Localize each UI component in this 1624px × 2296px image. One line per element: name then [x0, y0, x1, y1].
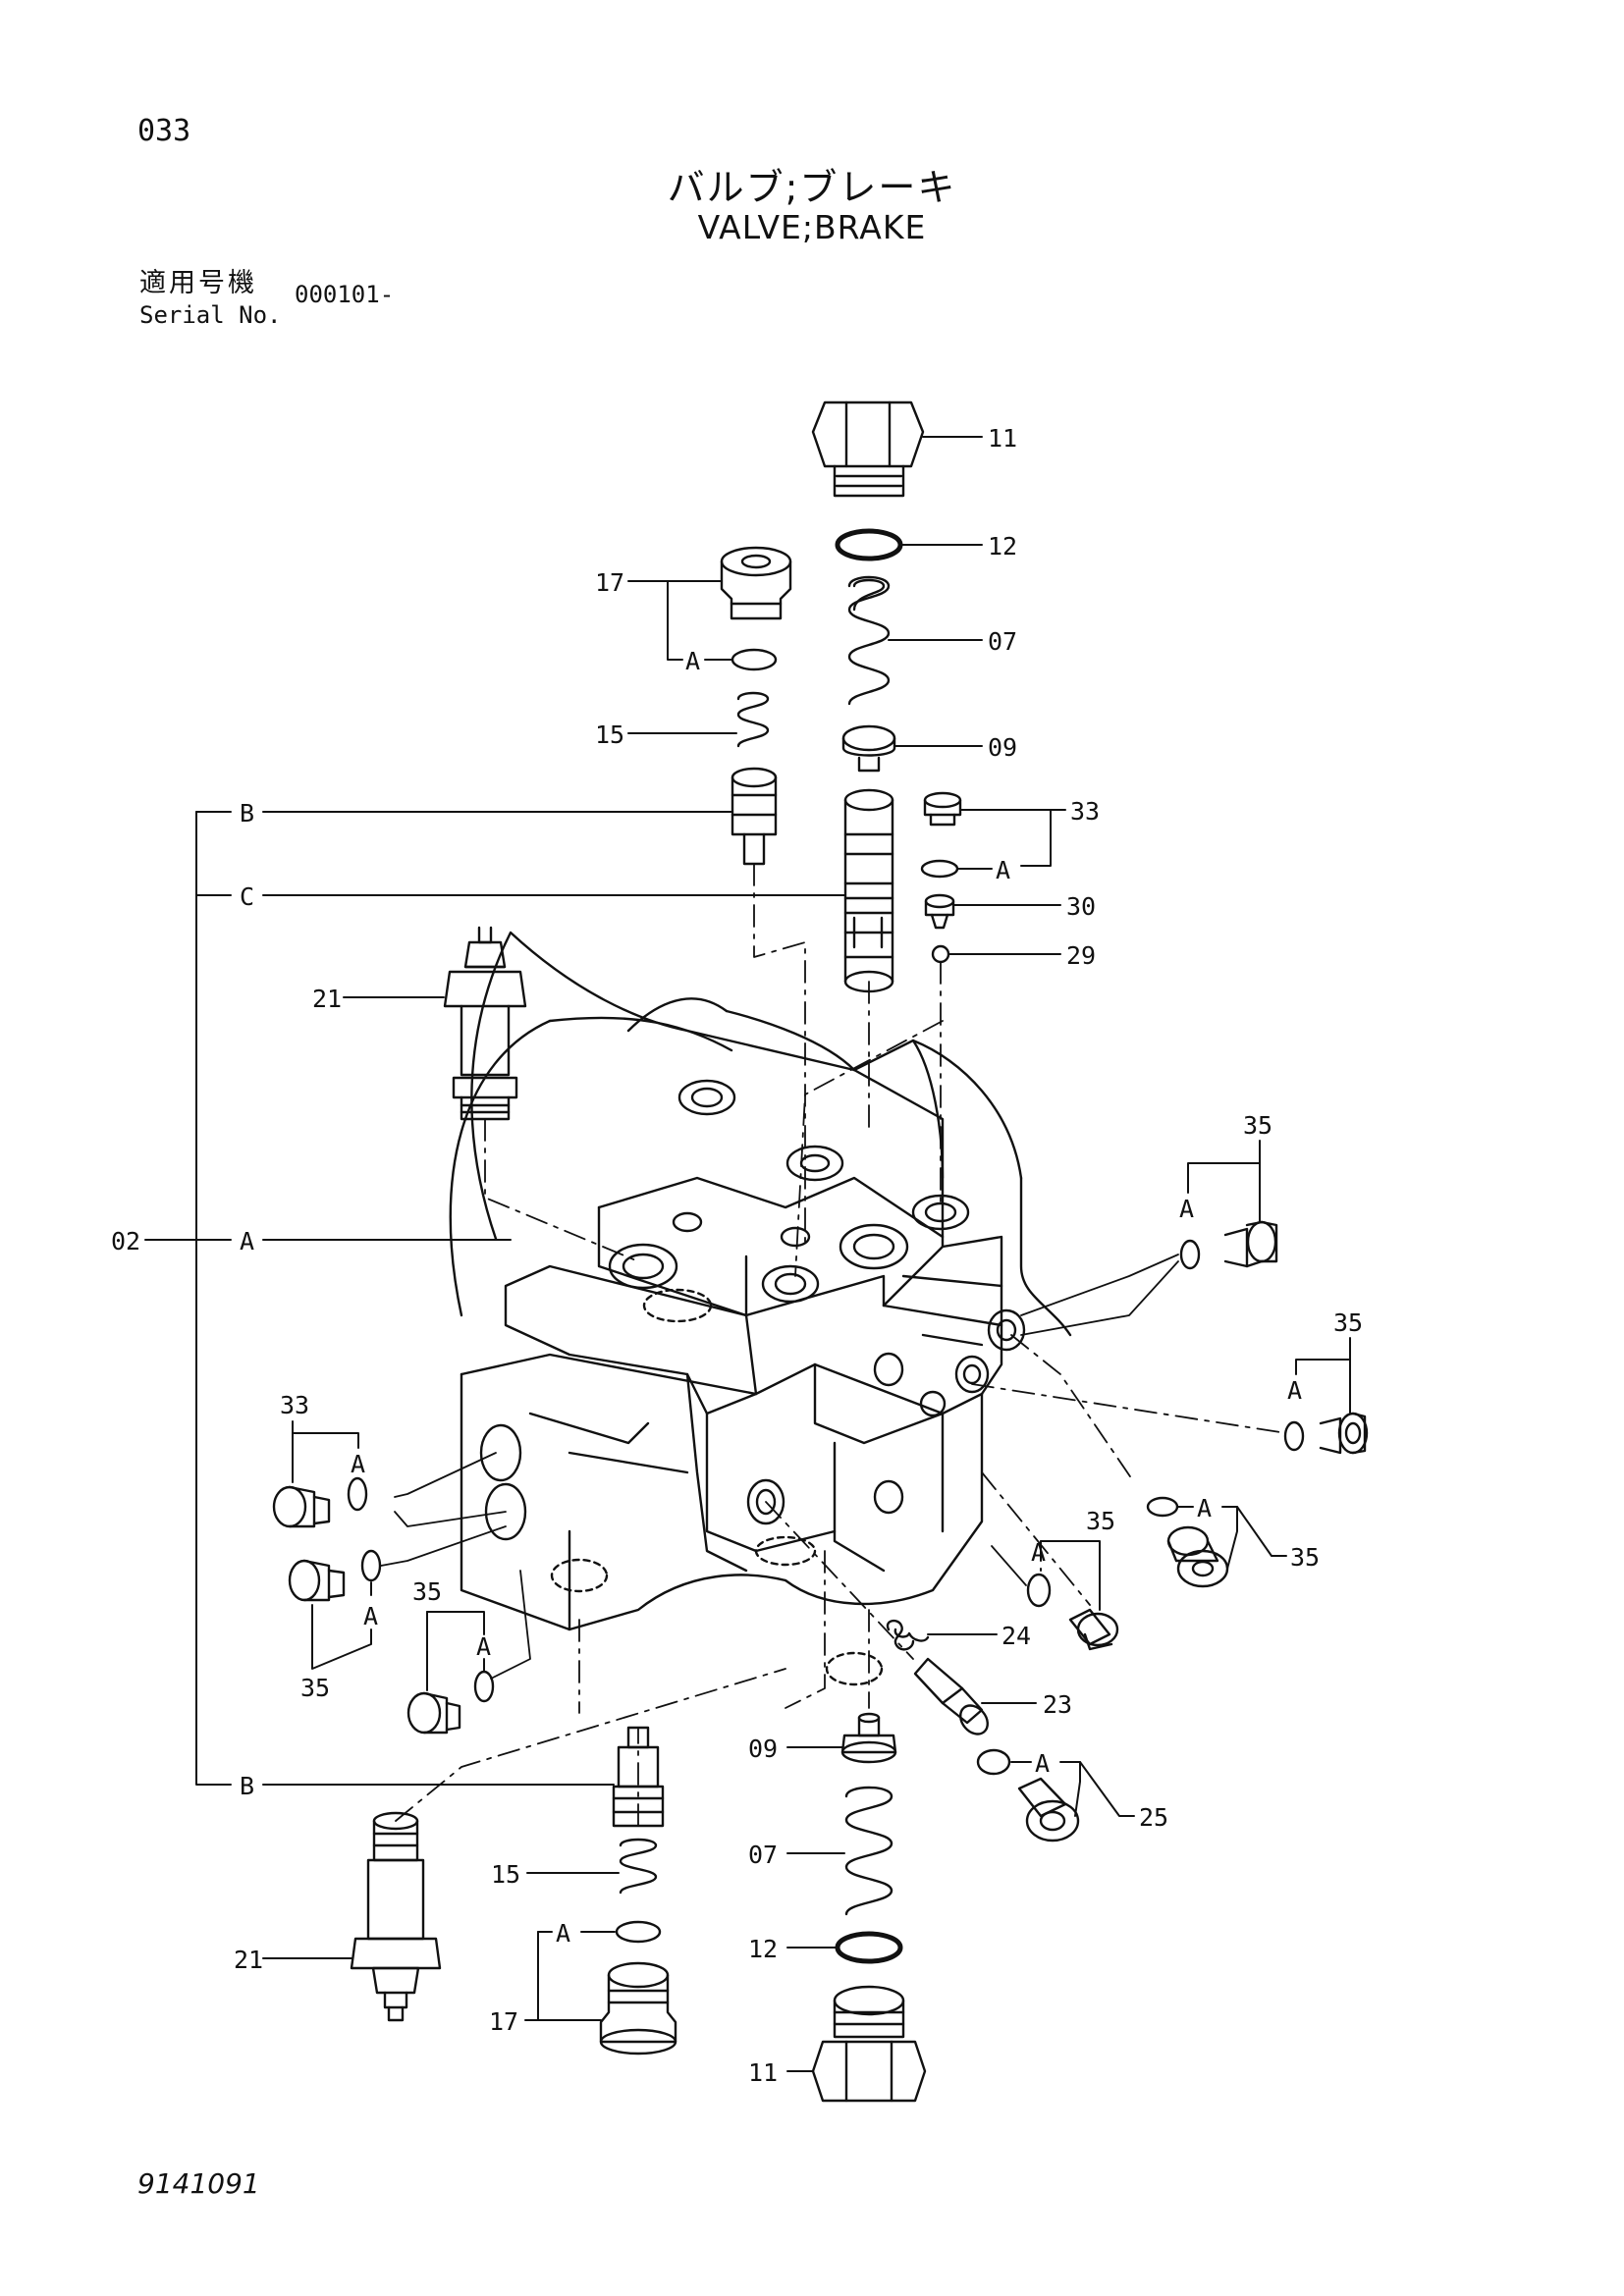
- o-ring-a-lower-right: [976, 1748, 1011, 1776]
- letter-a-left-3: A: [476, 1632, 491, 1661]
- letter-a-right-2: A: [1287, 1376, 1302, 1405]
- label-35-left-a: 35: [412, 1577, 442, 1606]
- part-35-plug-right-middle: [1319, 1412, 1369, 1455]
- part-b-poppet-bottom: [612, 1726, 665, 1828]
- part-11-plug-bottom: [811, 1985, 927, 2103]
- o-ring-a-left-lower: [360, 1549, 382, 1582]
- label-07-bottom: 07: [748, 1841, 778, 1869]
- label-25: 25: [1139, 1803, 1168, 1832]
- part-12-o-ring-bottom: [835, 1931, 903, 1964]
- letter-b-bottom: B: [240, 1772, 254, 1800]
- letter-a-right-1: A: [1179, 1195, 1194, 1223]
- serial-value: 000101-: [295, 281, 395, 308]
- o-ring-a-left-bottom: [473, 1670, 495, 1703]
- part-23-poppet: [913, 1657, 989, 1735]
- page-number: 033: [137, 114, 191, 148]
- part-35-plug-mid-right: [1068, 1608, 1119, 1651]
- label-15-top: 15: [595, 721, 624, 749]
- label-09-bottom: 09: [748, 1735, 778, 1763]
- part-35-plug-left-b: [406, 1691, 461, 1735]
- serial-label-japanese: 適用号機: [139, 268, 257, 298]
- label-21-top: 21: [312, 985, 342, 1013]
- part-21-relief-valve-top: [443, 926, 527, 1121]
- label-12-bottom: 12: [748, 1935, 778, 1963]
- o-ring-a-top-left: [731, 648, 778, 671]
- o-ring-a-right-lower: [1146, 1496, 1179, 1518]
- letter-a-mid-right: A: [1031, 1538, 1046, 1567]
- center-lines: [395, 863, 1287, 1827]
- label-33-left: 33: [280, 1391, 309, 1419]
- part-21-relief-valve-bottom: [350, 1811, 442, 2022]
- label-30: 30: [1066, 892, 1096, 921]
- label-11-bottom: 11: [748, 2058, 778, 2087]
- part-24-spring: [886, 1619, 930, 1651]
- part-07-spring-bottom: [844, 1786, 893, 1916]
- o-ring-a-right-upper: [1179, 1239, 1201, 1270]
- part-11-plug-top: [811, 400, 925, 498]
- letter-b-top: B: [240, 799, 254, 828]
- label-23: 23: [1043, 1690, 1072, 1719]
- label-12-top: 12: [988, 532, 1017, 561]
- part-09-spring-seat-bottom: [840, 1712, 897, 1764]
- part-b-poppet-top: [731, 767, 778, 866]
- part-15-spring-top: [736, 691, 770, 748]
- label-35-right-3: 35: [1290, 1543, 1320, 1572]
- label-09-top: 09: [988, 733, 1017, 762]
- letter-a-lower-right: A: [1035, 1749, 1050, 1778]
- label-35-right-2: 35: [1333, 1308, 1363, 1337]
- part-29-ball: [931, 944, 950, 964]
- label-35-mid: 35: [1086, 1507, 1115, 1535]
- title-japanese: バルブ;ブレーキ: [667, 166, 957, 209]
- label-33-top: 33: [1070, 797, 1100, 826]
- reference-letters: B C A B A A A A A A A A A A A: [240, 647, 1302, 1948]
- leader-to-ports: [380, 1254, 1179, 1680]
- title-english: VALVE;BRAKE: [697, 208, 927, 246]
- part-30-plug: [924, 893, 955, 930]
- label-07-top: 07: [988, 627, 1017, 656]
- part-17-plug-bottom: [599, 1961, 677, 2056]
- letter-a-body: A: [240, 1227, 254, 1255]
- letter-a-top-left: A: [685, 647, 700, 675]
- leader-lines: [144, 436, 1351, 2072]
- part-35-plug-right-lower: [1166, 1525, 1229, 1588]
- part-35-plug-right-upper: [1223, 1220, 1278, 1268]
- part-number-labels: 11 12 07 09 33 30 29 17 15 21 02 35 35 3…: [111, 424, 1363, 2087]
- label-21-bottom: 21: [234, 1946, 263, 1974]
- letter-a-bottom-left: A: [556, 1919, 570, 1948]
- o-ring-a-left-upper: [347, 1476, 368, 1512]
- letter-a-left-1: A: [351, 1450, 365, 1478]
- label-35-left-b: 35: [300, 1674, 330, 1702]
- part-25-plug: [1017, 1777, 1080, 1842]
- o-ring-a-right-middle: [1283, 1420, 1305, 1452]
- o-ring-a-top-right: [920, 859, 959, 879]
- letter-a-left-2: A: [363, 1602, 378, 1630]
- letter-c: C: [240, 882, 254, 911]
- label-35-right-1: 35: [1243, 1111, 1272, 1140]
- label-24: 24: [1001, 1622, 1031, 1650]
- part-33-plug-left: [272, 1485, 331, 1528]
- label-17-top: 17: [595, 568, 624, 597]
- label-17-bottom: 17: [489, 2007, 518, 2036]
- part-33-plug-top-right: [923, 791, 962, 827]
- o-ring-a-bottom-left: [615, 1920, 662, 1944]
- valve-housing-body: [449, 931, 1072, 1686]
- serial-label-english: Serial No.: [139, 301, 282, 329]
- part-15-spring-bottom: [619, 1838, 658, 1895]
- part-17-plug-top: [720, 546, 792, 620]
- label-15-bottom: 15: [491, 1860, 520, 1889]
- brake-spool: [843, 788, 894, 993]
- letter-a-top-right: A: [996, 856, 1010, 884]
- part-35-plug-left-a: [288, 1559, 346, 1602]
- label-29: 29: [1066, 941, 1096, 970]
- label-02: 02: [111, 1227, 140, 1255]
- letter-a-right-3: A: [1197, 1494, 1212, 1522]
- o-ring-a-mid-right: [1026, 1573, 1052, 1608]
- document-number: 9141091: [137, 2167, 260, 2200]
- part-12-o-ring-top: [835, 528, 903, 561]
- part-07-spring-top: [847, 575, 891, 706]
- part-09-spring-seat-top: [841, 724, 896, 773]
- label-11-top: 11: [988, 424, 1017, 453]
